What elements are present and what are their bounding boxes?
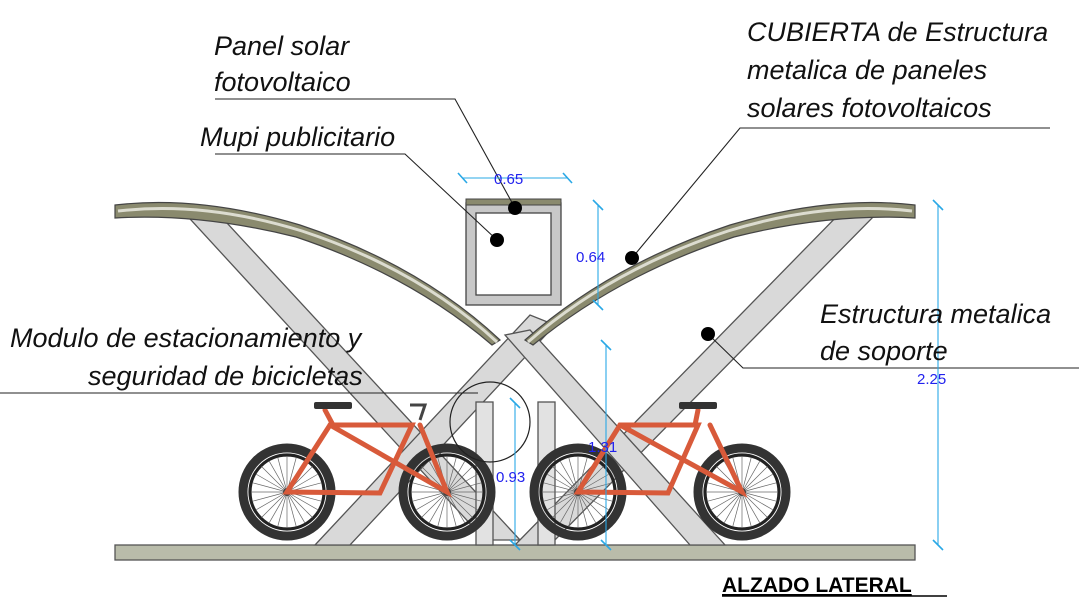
canopy-roof	[114, 201, 916, 346]
dim-cross-height: 1.31	[588, 439, 617, 456]
dim-module-height: 0.93	[496, 469, 525, 486]
mupi-panel	[465, 198, 562, 306]
drawing-title: ALZADO LATERAL	[722, 574, 912, 597]
label-cubierta-1: CUBIERTA de Estructura	[747, 17, 1048, 47]
bicycle-left	[282, 402, 453, 498]
label-mupi: Mupi publicitario	[200, 122, 395, 152]
bicycle-wheel	[693, 443, 791, 541]
label-panel-solar-2: fotovoltaico	[214, 67, 351, 97]
label-panel-solar-1: Panel solar	[214, 31, 350, 61]
label-cubierta-3: solares fotovoltaicos	[747, 93, 992, 123]
label-modulo-2: seguridad de bicicletas	[88, 361, 363, 391]
dim-mupi-width: 0.65	[494, 171, 523, 188]
label-estructura-1: Estructura metalica	[820, 299, 1051, 329]
dim-mupi-height: 0.64	[576, 249, 605, 266]
ground-slab	[114, 544, 916, 561]
label-cubierta-2: metalica de paneles	[747, 55, 987, 85]
detail-circle	[449, 381, 531, 463]
label-estructura-2: de soporte	[820, 336, 948, 366]
leader-lines	[0, 98, 1079, 394]
dim-total-height: 2.25	[917, 371, 946, 388]
dimension-lines	[457, 172, 944, 551]
label-modulo-1: Modulo de estacionamiento y	[10, 323, 363, 353]
